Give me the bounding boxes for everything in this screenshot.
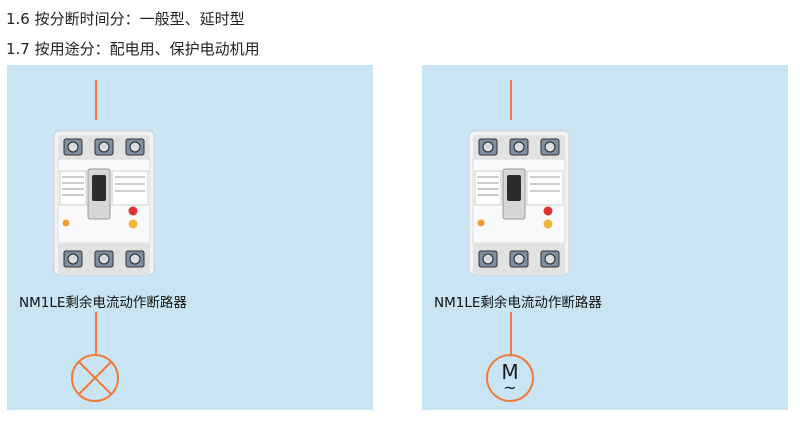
- output-wire: [510, 312, 512, 354]
- input-wire: [510, 80, 512, 120]
- output-wire: [95, 312, 97, 354]
- circuit-breaker-image: [53, 130, 155, 276]
- section-heading-usage: 1.7 按用途分：配电用、保护电动机用: [6, 40, 260, 58]
- motor-symbol-icon: M ~: [486, 354, 534, 402]
- motor-letter: M: [501, 360, 518, 384]
- circuit-panel-lamp: NM1LE剩余电流动作断路器: [7, 65, 373, 410]
- section-heading-breaking-time: 1.6 按分断时间分：一般型、延时型: [6, 10, 245, 28]
- lamp-symbol-icon: [71, 354, 119, 402]
- circuit-panel-motor: NM1LE剩余电流动作断路器 M ~: [422, 65, 788, 410]
- input-wire: [95, 80, 97, 120]
- breaker-caption: NM1LE剩余电流动作断路器: [19, 295, 187, 311]
- breaker-caption: NM1LE剩余电流动作断路器: [434, 295, 602, 311]
- circuit-breaker-image: [468, 130, 570, 276]
- motor-ac-sign: ~: [503, 378, 516, 397]
